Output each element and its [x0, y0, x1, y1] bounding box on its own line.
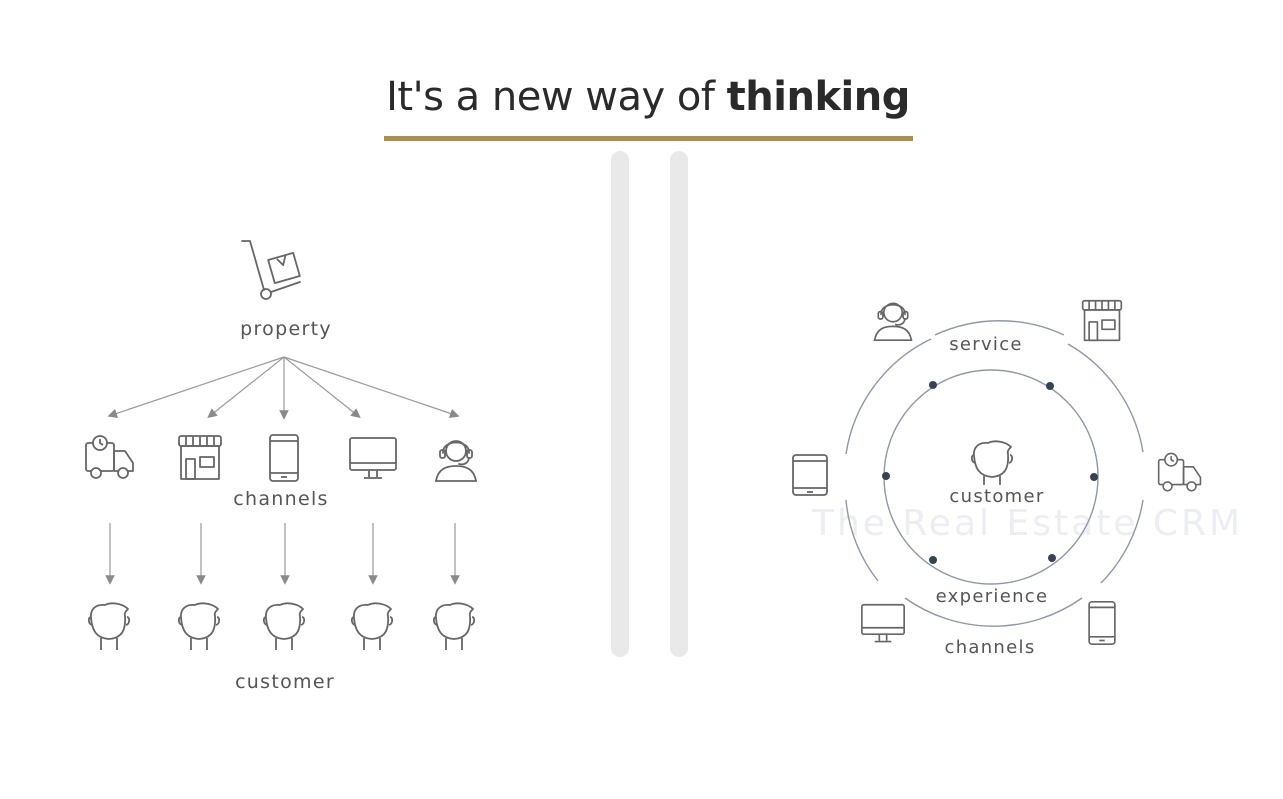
support-headset-icon: [432, 433, 480, 483]
channels-label: channels: [233, 488, 329, 510]
storefront-icon: [1079, 298, 1125, 344]
support-headset-icon: [870, 296, 916, 342]
desktop-monitor-icon: [859, 602, 907, 648]
service-label: service: [949, 334, 1023, 355]
delivery-truck-icon: [1156, 450, 1204, 496]
customer-head-icon: [347, 600, 397, 652]
title-bold: thinking: [726, 74, 911, 120]
ring-dot: [929, 381, 937, 389]
customer-head-icon: [259, 600, 309, 652]
ring-dot: [1090, 473, 1098, 481]
customer-head-icon: [429, 600, 479, 652]
divider-left: [611, 151, 629, 657]
hand-truck-box-icon: [238, 238, 306, 302]
property-label: property: [240, 318, 332, 340]
smartphone-icon: [267, 433, 301, 483]
smartphone-icon: [1086, 600, 1118, 646]
desktop-monitor-icon: [347, 435, 399, 485]
page-title: It's a new way of thinking: [384, 74, 912, 120]
delivery-truck-icon: [83, 433, 137, 483]
watermark: The Real Estate CRM: [812, 503, 1244, 544]
ring-dot: [882, 472, 890, 480]
storefront-icon: [176, 433, 224, 483]
experience-label: experience: [935, 586, 1049, 607]
title-prefix: It's a new way of: [386, 74, 727, 120]
customer-head-icon: [84, 600, 134, 652]
customer-label: customer: [235, 671, 335, 693]
title-underline: [384, 136, 913, 141]
ring-dot: [929, 556, 937, 564]
tablet-icon: [790, 452, 830, 498]
ring-dot: [1048, 554, 1056, 562]
right-channels-label: channels: [944, 637, 1036, 658]
center-customer-label: customer: [949, 486, 1045, 507]
divider-right: [670, 151, 688, 657]
customer-head-icon: [967, 438, 1017, 486]
ring-dot: [1046, 382, 1054, 390]
customer-head-icon: [174, 600, 224, 652]
